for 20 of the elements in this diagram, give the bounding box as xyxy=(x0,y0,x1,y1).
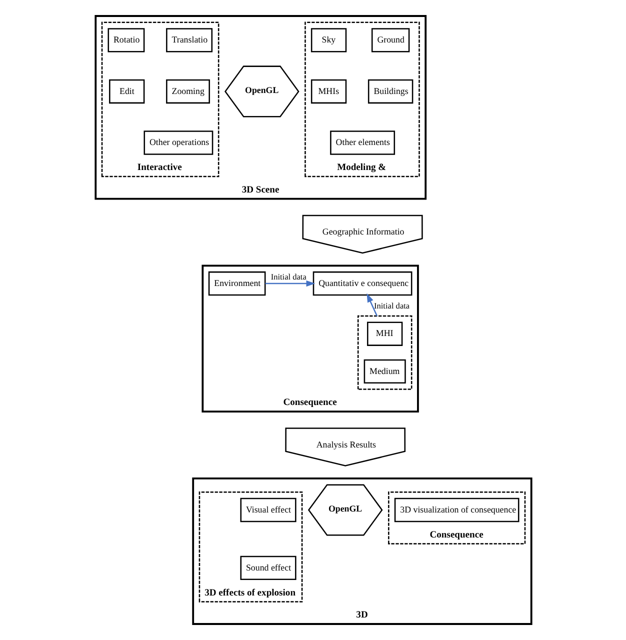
node-box: Translatio xyxy=(166,28,212,52)
node-box: Rotatio xyxy=(107,28,144,52)
arrow xyxy=(366,293,378,316)
node-box: MHI xyxy=(366,322,402,346)
node-box: Visual effect xyxy=(240,498,296,522)
node-box: Environment xyxy=(208,271,266,296)
cluster xyxy=(356,315,412,390)
node-box: Medium xyxy=(363,359,406,384)
node-box: Zooming xyxy=(166,79,210,104)
node-box: Other operations xyxy=(143,130,213,155)
node-box: 3D visualization of consequence xyxy=(394,498,519,522)
arrow xyxy=(264,280,315,287)
node-box: Ground xyxy=(370,28,410,52)
node-box: Sound effect xyxy=(240,556,296,580)
node-box: MHIs xyxy=(310,79,346,104)
node-box: Sky xyxy=(310,28,346,52)
node-box: Quantitativ e consequenc xyxy=(312,271,412,296)
node-box: Buildings xyxy=(367,79,413,104)
node-box: Other elements xyxy=(330,130,395,155)
node-box: Edit xyxy=(108,79,144,104)
